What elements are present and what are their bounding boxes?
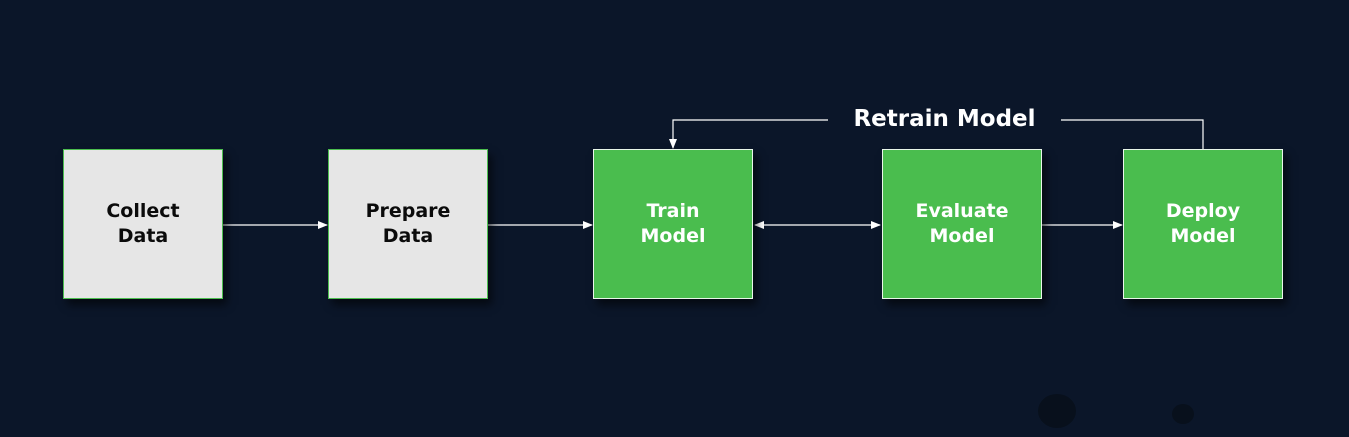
node-evaluate-model: Evaluate Model [882,149,1042,299]
node-label: Deploy Model [1165,200,1241,247]
background-smudge [1038,394,1076,428]
retrain-loop-label: Retrain Model [828,94,1061,144]
node-label: Collect Data [106,200,180,247]
node-label: Train Model [640,200,706,247]
node-label: Prepare Data [365,200,451,247]
node-collect-data: Collect Data [63,149,223,299]
node-train-model: Train Model [593,149,753,299]
background-smudge [1172,404,1194,424]
node-label: Evaluate Model [915,200,1009,247]
node-prepare-data: Prepare Data [328,149,488,299]
node-deploy-model: Deploy Model [1123,149,1283,299]
